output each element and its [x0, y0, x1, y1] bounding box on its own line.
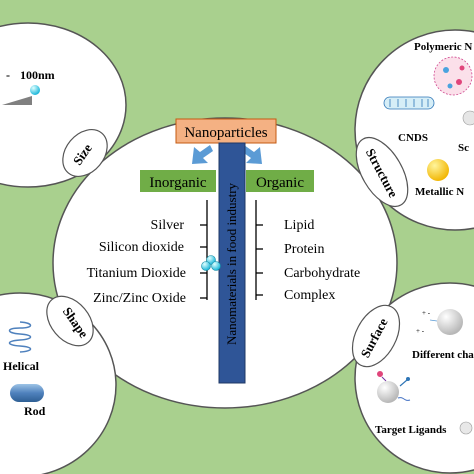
- helix-icon: [8, 321, 32, 353]
- surface-partial-icon: [459, 421, 473, 435]
- inorganic-label: Inorganic: [149, 175, 207, 191]
- helical-label: Helical: [3, 359, 40, 373]
- organic-list: Lipid Protein Carbohydrate Complex: [256, 218, 360, 303]
- organic-item: Carbohydrate: [284, 266, 360, 281]
- organic-label: Organic: [256, 175, 304, 191]
- structure-tag: [355, 137, 409, 207]
- rod-label: Rod: [24, 404, 46, 418]
- polymeric-label: Polymeric N: [414, 41, 472, 53]
- nanoparticle-cluster-icon: [201, 255, 221, 271]
- partial-structure-label: Sc: [458, 142, 469, 154]
- left-arrow: [192, 145, 213, 164]
- metallic-label: Metallic N: [415, 186, 464, 198]
- inorganic-item: Titanium Dioxide: [87, 266, 186, 281]
- size-tag: [62, 129, 108, 177]
- right-arrow: [241, 145, 262, 164]
- svg-text:+ -: + -: [422, 309, 431, 317]
- organic-item: Complex: [284, 288, 335, 303]
- inorganic-list: Silver Silicon dioxide Titanium Dioxide …: [87, 218, 207, 306]
- target-ligands-label: Target Ligands: [375, 424, 447, 436]
- partial-structure-icon: [462, 110, 474, 126]
- rod-icon: [10, 384, 44, 402]
- charged-particle-icon: + - + -: [416, 309, 463, 335]
- size-scale-value: 100nm: [20, 68, 55, 82]
- shape-tag: [46, 295, 94, 347]
- vertical-bar-label: Nanomaterials in food industry: [224, 182, 239, 345]
- inorganic-item: Silver: [151, 218, 185, 233]
- organic-item: Protein: [284, 242, 324, 257]
- inorganic-box: [138, 168, 218, 194]
- nanoparticles-box: [175, 118, 277, 144]
- size-wedge-icon: [2, 96, 32, 105]
- inorganic-item: Silicon dioxide: [99, 240, 184, 255]
- size-scale-prefix: -: [6, 68, 10, 82]
- surface-tag: [351, 304, 401, 368]
- organic-item: Lipid: [284, 218, 314, 233]
- cnds-label: CNDS: [398, 132, 428, 144]
- cnds-icon: [383, 96, 435, 110]
- target-ligand-icon: [377, 371, 411, 403]
- different-charge-label: Different cha: [412, 349, 474, 361]
- inorganic-item: Zinc/Zinc Oxide: [93, 291, 186, 306]
- svg-text:+ -: + -: [416, 327, 425, 335]
- metallic-nanoparticle-icon: [427, 159, 449, 181]
- polymeric-nanoparticle-icon: [433, 56, 473, 96]
- particle-sphere-icon: [30, 85, 40, 95]
- nanoparticles-label: Nanoparticles: [184, 125, 267, 141]
